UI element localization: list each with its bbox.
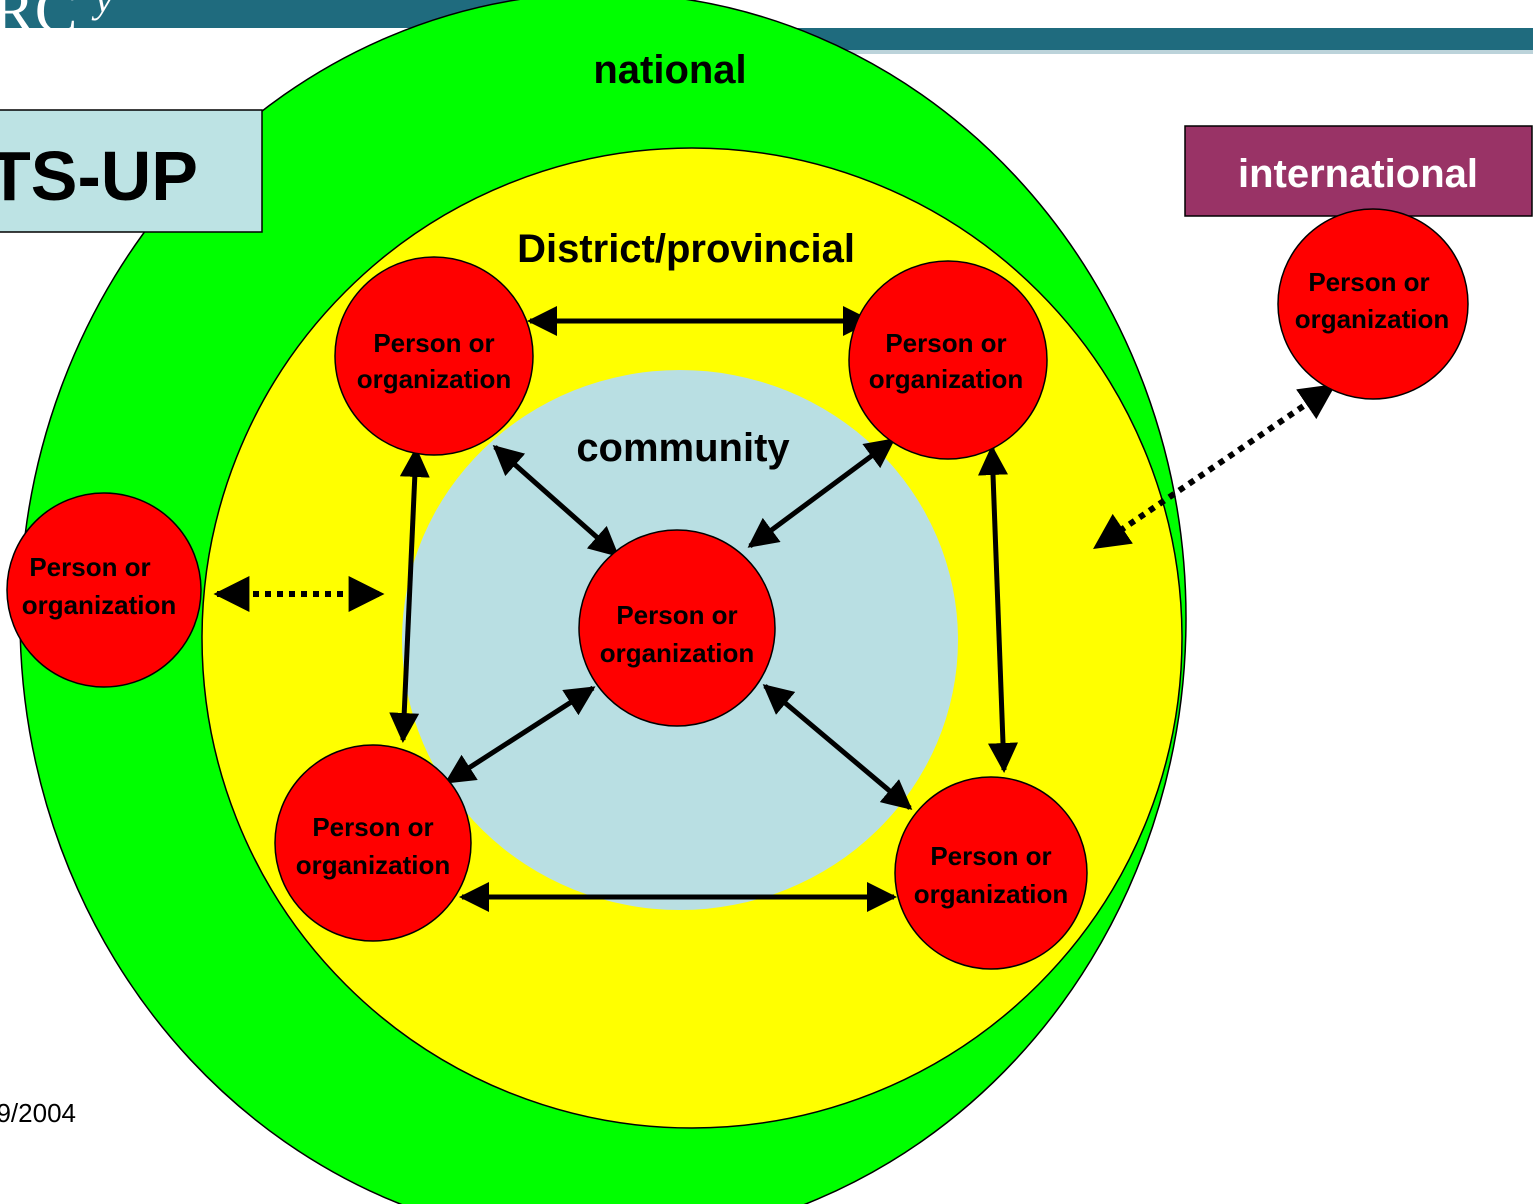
- dotted-arrows: [213, 383, 1336, 612]
- international-box: international: [1184, 125, 1533, 217]
- node-line1: Person or: [930, 841, 1051, 871]
- arrow-top-right-to-center: [747, 437, 896, 549]
- node-line2: organization: [22, 590, 177, 620]
- solid-arrows: [389, 306, 1018, 912]
- node-line1: Person or: [29, 552, 150, 582]
- node-circle: [6, 492, 202, 688]
- international-label: international: [1238, 152, 1478, 196]
- node-top-left: Person or organization: [334, 256, 534, 456]
- node-center: Person or organization: [578, 529, 776, 727]
- node-circle: [274, 744, 472, 942]
- node-external-left: Person or organization: [6, 492, 202, 688]
- node-line1: Person or: [312, 812, 433, 842]
- node-circle: [334, 256, 534, 456]
- header-bar-light: [560, 50, 1533, 54]
- node-line2: organization: [296, 850, 451, 880]
- logo-text: RC: [0, 0, 77, 46]
- arrow-bottom-left-to-center: [444, 685, 596, 785]
- node-line1: Person or: [616, 600, 737, 630]
- community-label: community: [576, 426, 790, 470]
- title-text: TS-UP: [0, 137, 198, 215]
- node-line1: Person or: [1308, 267, 1429, 297]
- node-circle: [578, 529, 776, 727]
- node-line2: organization: [357, 364, 512, 394]
- node-international: Person or organization: [1277, 208, 1469, 400]
- node-circle: [848, 260, 1048, 460]
- footer-date: 09/2004: [0, 1098, 76, 1128]
- node-line1: Person or: [885, 328, 1006, 358]
- node-line2: organization: [914, 879, 1069, 909]
- node-circle: [894, 776, 1088, 970]
- node-line2: organization: [1295, 304, 1450, 334]
- node-circle: [1277, 208, 1469, 400]
- arrow-bottom-right-to-center: [762, 684, 913, 810]
- arrow-top-left-to-center: [492, 445, 620, 557]
- national-label: national: [593, 48, 746, 92]
- title-box: TS-UP: [0, 109, 263, 233]
- node-line2: organization: [600, 638, 755, 668]
- arrow-top-right-to-bottom-right: [978, 445, 1018, 773]
- node-line1: Person or: [373, 328, 494, 358]
- node-top-right: Person or organization: [848, 260, 1048, 460]
- node-bottom-left: Person or organization: [274, 744, 472, 942]
- district-label: District/provincial: [517, 227, 855, 271]
- node-bottom-right: Person or organization: [894, 776, 1088, 970]
- node-line2: organization: [869, 364, 1024, 394]
- arrow-top-left-to-bottom-left: [389, 447, 430, 743]
- logo-glyph: y: [91, 0, 113, 21]
